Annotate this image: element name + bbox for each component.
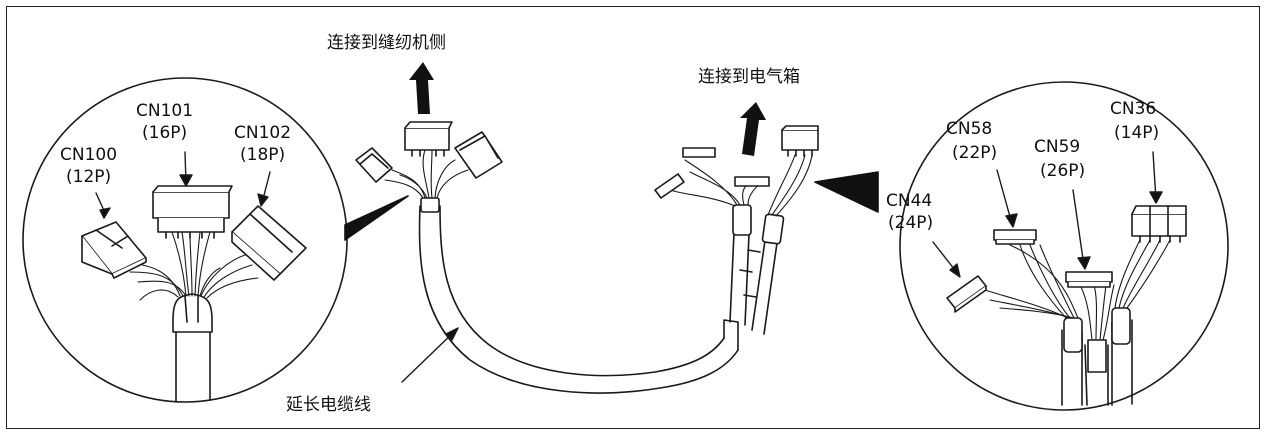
connector-name-cn44: CN44 [886,191,932,211]
extension-cable-leader [401,327,459,383]
arrow-up-sewing-machine [409,62,434,114]
left-small-connectors [355,121,503,183]
connector-name-cn100: CN100 [60,145,117,165]
arrow-up-electric-box [740,102,766,156]
left-detail-circle [22,77,348,403]
right-leader-lines [932,151,1163,278]
connector-pins-cn36: (14P) [1114,123,1159,143]
right-circle-connectors [946,205,1187,313]
connector-name-cn58: CN58 [946,119,992,139]
direction-arrows [409,62,766,156]
connector-name-cn59: CN59 [1034,137,1080,157]
connector-pins-cn58: (22P) [952,143,997,163]
connector-pins-cn59: (26P) [1040,161,1085,181]
left-callout-wedge [344,195,409,241]
connector-pins-cn100: (12P) [66,167,111,187]
right-circle-wires [984,239,1171,341]
connector-pins-cn101: (16P) [142,123,187,143]
connector-name-cn102: CN102 [234,123,291,143]
diagram-text: 连接到缝纫机侧 连接到电气箱 延长电缆线 CN100 (12P) CN101 (… [60,33,1159,415]
left-circle-connectors [81,185,307,281]
right-callout-wedge [814,171,879,213]
left-circle-wires [124,231,259,301]
right-small-connectors [654,125,819,199]
connector-name-cn101: CN101 [136,101,193,121]
left-leader-lines [95,151,271,219]
left-wire-bundle [384,149,469,199]
connector-pins-cn44: (24P) [888,213,933,233]
diagram-frame [6,6,1260,429]
connector-pins-cn102: (18P) [240,145,285,165]
extension-cable-main [418,197,785,394]
right-detail-circle [899,81,1229,411]
label-to-sewing-machine: 连接到缝纫机侧 [327,33,446,53]
label-extension-cable: 延长电缆线 [286,395,371,415]
label-to-electric-box: 连接到电气箱 [698,67,800,87]
connector-name-cn36: CN36 [1110,99,1156,119]
